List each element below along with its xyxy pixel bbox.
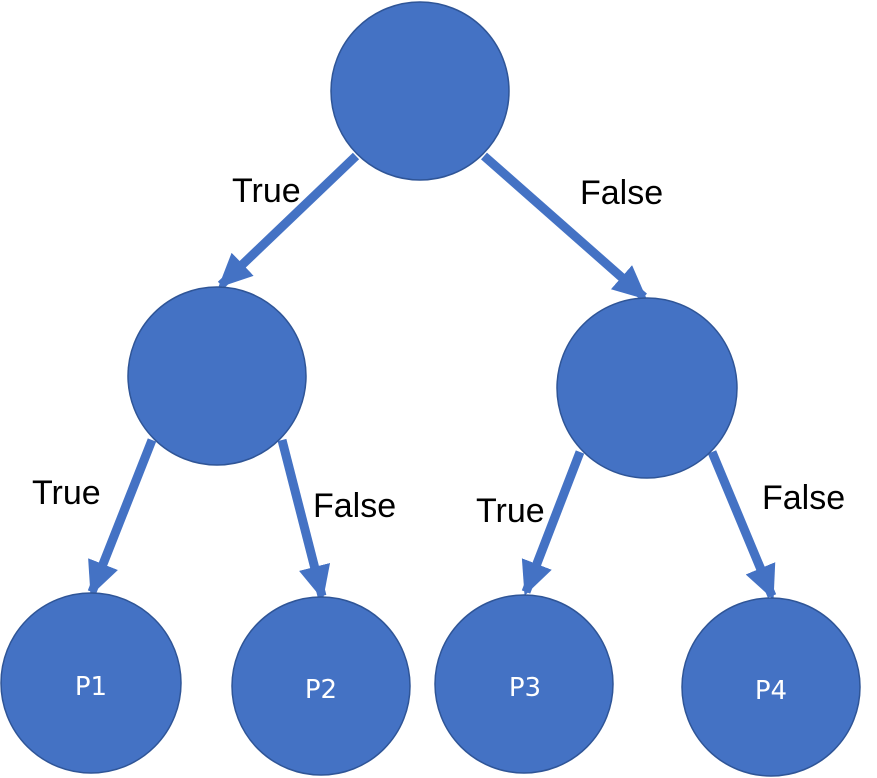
- edge-labels: True False True False True False: [32, 172, 845, 530]
- edge-label-left-p1: True: [32, 474, 101, 512]
- edge-label-root-right: False: [580, 174, 663, 212]
- edge-right-to-p4-arrow: [707, 450, 777, 600]
- leaf-node-p4: [681, 597, 861, 777]
- edge-label-root-left: True: [232, 172, 301, 210]
- edge-right-to-p3-arrow: [521, 450, 585, 596]
- node-label-p1: P1: [75, 672, 107, 702]
- node-label-p3: P3: [509, 673, 541, 703]
- edge-root-to-left-arrow: [217, 152, 360, 289]
- edge-label-right-p4: False: [762, 479, 845, 517]
- right-node: [556, 297, 738, 479]
- node-label-p4: P4: [755, 676, 787, 706]
- edge-label-right-p3: True: [476, 492, 545, 530]
- left-node: [127, 286, 307, 466]
- root-node: [330, 1, 510, 181]
- edge-root-to-right-arrow: [481, 152, 648, 301]
- edges: [87, 152, 777, 600]
- edge-left-to-p1-arrow: [87, 438, 157, 596]
- edge-label-left-p2: False: [313, 487, 396, 525]
- leaf-node-p2: [231, 596, 411, 776]
- edge-left-to-p2-arrow: [277, 438, 331, 600]
- node-label-p2: P2: [305, 675, 337, 705]
- leaf-node-p1: [0, 592, 182, 774]
- leaf-node-p3: [434, 594, 614, 774]
- nodes: [0, 1, 861, 777]
- node-labels: P1 P2 P3 P4: [75, 672, 787, 706]
